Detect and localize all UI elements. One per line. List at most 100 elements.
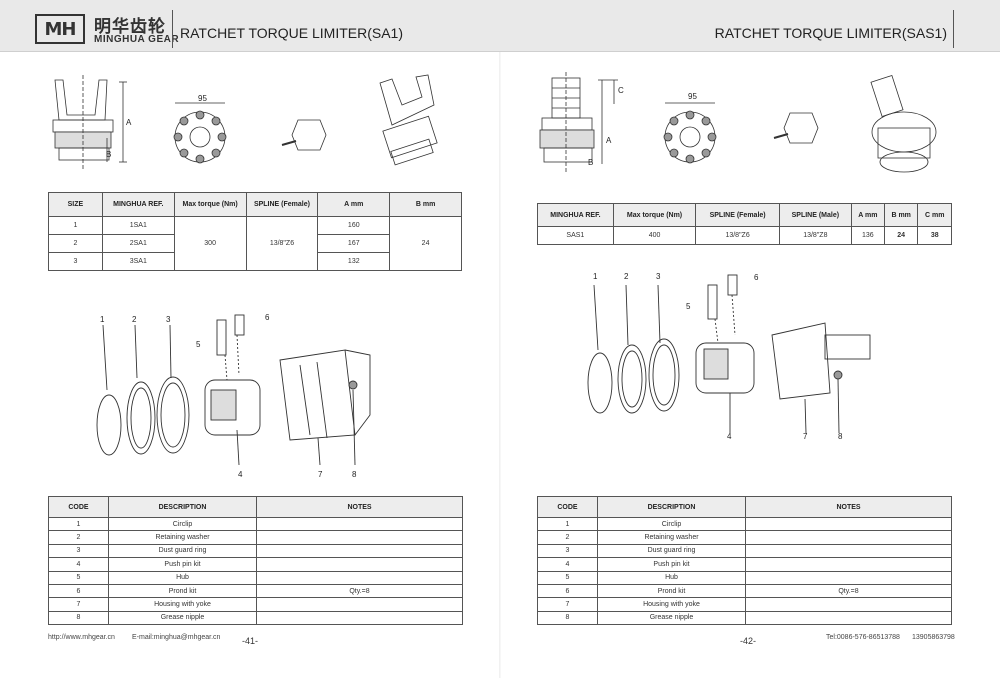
callout-2-left: 2 — [132, 315, 137, 324]
parts-code: 5 — [48, 570, 109, 585]
parts-code: 7 — [48, 597, 109, 612]
parts-description: Push pin kit — [108, 557, 257, 572]
parts-code: 6 — [537, 583, 598, 599]
callout-2-right: 2 — [624, 272, 629, 281]
parts-header-code: CODE — [48, 496, 109, 518]
parts-notes: Qty.=8 — [256, 583, 463, 599]
parts-notes — [256, 570, 463, 585]
spec-cell-a: 132 — [317, 252, 391, 271]
spec-cell-b: 24 — [389, 216, 462, 271]
parts-notes — [256, 557, 463, 572]
parts-notes — [745, 543, 952, 559]
parts-description: Push pin kit — [597, 557, 746, 572]
header-divider-left — [172, 10, 173, 48]
spec-cell-ref: 2SA1 — [101, 234, 175, 253]
parts-description: Retaining washer — [597, 530, 746, 545]
footer-tel: Tel:0086-576-86513788 — [826, 634, 900, 641]
dim-95-label-left: 95 — [198, 94, 207, 103]
sa1-spec-table: SIZE MINGHUA REF. Max torque (Nm) SPLINE… — [48, 192, 462, 271]
spec-header-spline: SPLINE (Female) — [245, 192, 319, 217]
parts-code: 1 — [537, 516, 598, 532]
parts-notes — [745, 516, 952, 532]
spec-header-c: C mm — [917, 203, 952, 227]
parts-description: Housing with yoke — [108, 597, 257, 612]
parts-description: Hub — [597, 570, 746, 585]
spec-header-size: SIZE — [48, 192, 103, 217]
parts-notes — [745, 597, 952, 612]
callout-7-right: 7 — [803, 432, 808, 441]
spec-header-a: A mm — [317, 192, 391, 217]
spec-cell-size: 3 — [48, 252, 103, 271]
parts-code: 2 — [537, 530, 598, 545]
parts-header-description: DESCRIPTION — [597, 496, 746, 518]
parts-description: Grease nipple — [597, 610, 746, 626]
page-number-left: -41- — [242, 636, 259, 646]
footer-website[interactable]: http://www.mhgear.cn — [48, 634, 115, 641]
parts-notes — [745, 610, 952, 626]
spec-cell-b: 24 — [883, 226, 919, 245]
spec-cell-size: 2 — [48, 234, 103, 253]
spec-header-torque: Max torque (Nm) — [612, 203, 697, 227]
parts-code: 5 — [537, 570, 598, 585]
parts-code: 7 — [537, 597, 598, 612]
spec-cell-a: 160 — [317, 216, 391, 235]
parts-code: 3 — [537, 543, 598, 559]
parts-description: Hub — [108, 570, 257, 585]
parts-header-notes: NOTES — [256, 496, 463, 518]
spec-cell-ref: 1SA1 — [101, 216, 175, 235]
page-number-right: -42- — [740, 636, 757, 646]
parts-code: 8 — [537, 610, 598, 626]
dim-a-label-right: A — [606, 136, 612, 145]
sa1-assembly-3d-drawing — [379, 74, 438, 166]
parts-description: Retaining washer — [108, 530, 257, 545]
parts-header-code: CODE — [537, 496, 598, 518]
sas1-ratchet-face-drawing — [663, 102, 717, 164]
footer-email[interactable]: E-mail:minghua@mhgear.cn — [132, 634, 221, 641]
callout-4-right: 4 — [727, 432, 732, 441]
page-fold — [499, 52, 501, 678]
sa1-ratchet-face-drawing — [173, 102, 227, 164]
spec-cell-spline-female: 13/8"Z6 — [695, 226, 780, 245]
callout-5-left: 5 — [196, 340, 201, 349]
callout-1-right: 1 — [593, 272, 598, 281]
parts-notes — [745, 530, 952, 545]
parts-description: Circlip — [597, 516, 746, 532]
header-band: MH 明华齿轮 MINGHUA GEAR RATCHET TORQUE LIMI… — [0, 0, 1000, 52]
spec-cell-ref: 3SA1 — [101, 252, 175, 271]
spec-header-b: B mm — [389, 192, 462, 217]
callout-8-right: 8 — [838, 432, 843, 441]
parts-description: Dust guard ring — [108, 543, 257, 559]
sas1-spec-table: MINGHUA REF. Max torque (Nm) SPLINE (Fem… — [537, 203, 952, 245]
logo-mark: MH — [35, 14, 85, 44]
dim-95-label-right: 95 — [688, 92, 697, 101]
sas1-assembly-3d-drawing — [870, 74, 937, 173]
spec-cell-c: 38 — [917, 226, 952, 245]
sa1-section-drawing — [52, 75, 127, 170]
spec-header-a: A mm — [850, 203, 885, 227]
parts-code: 8 — [48, 610, 109, 626]
spec-header-torque: Max torque (Nm) — [173, 192, 247, 217]
parts-description: Grease nipple — [108, 610, 257, 626]
parts-notes — [256, 543, 463, 559]
footer-mobile: 13905863798 — [912, 634, 955, 641]
parts-code: 6 — [48, 583, 109, 599]
parts-code: 4 — [537, 557, 598, 572]
parts-code: 1 — [48, 516, 109, 532]
parts-notes — [256, 530, 463, 545]
callout-7-left: 7 — [318, 470, 323, 479]
callout-4-left: 4 — [238, 470, 243, 479]
